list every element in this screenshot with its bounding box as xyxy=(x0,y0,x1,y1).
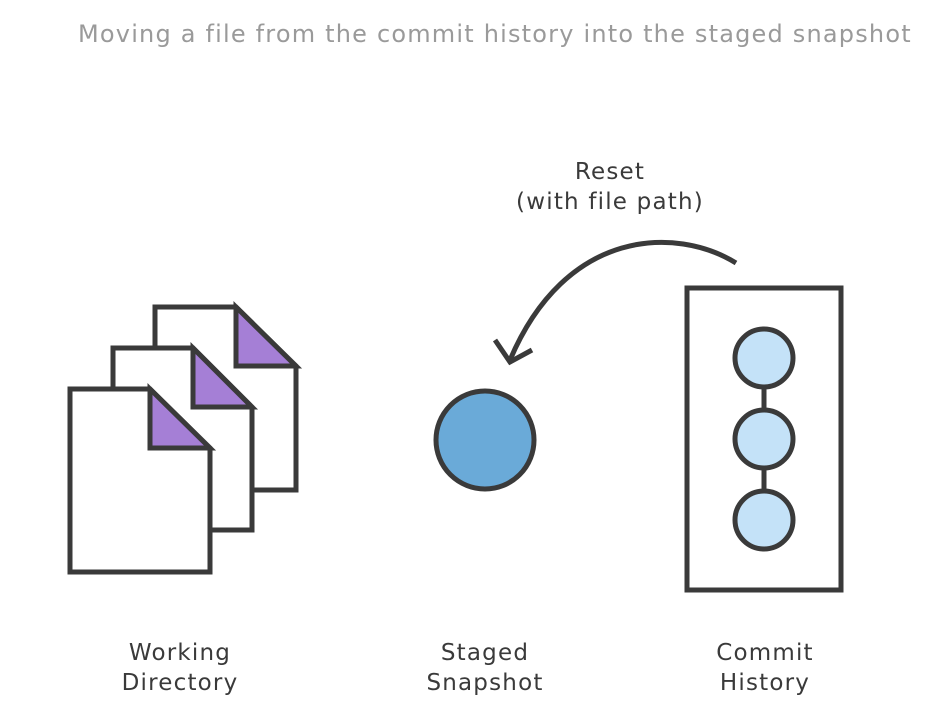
commit-node xyxy=(732,488,796,552)
staged-snapshot-label-line2: Snapshot xyxy=(426,670,544,696)
reset-label-line2: (with file path) xyxy=(516,189,704,215)
commit-history-label-line1: Commit xyxy=(716,640,814,666)
commit-node xyxy=(732,326,796,390)
working-directory-label-line1: Working xyxy=(128,640,232,666)
reset-arrow-icon xyxy=(492,239,738,366)
staged-snapshot-label-line1: Staged xyxy=(440,640,530,666)
reset-label-line1: Reset xyxy=(574,159,646,185)
reset-arrow-label: Reset (with file path) xyxy=(500,157,720,217)
commit-node xyxy=(732,407,796,471)
staged-snapshot-node xyxy=(433,388,537,492)
diagram-caption: Moving a file from the commit history in… xyxy=(78,20,912,48)
working-directory-label: Working Directory xyxy=(100,638,260,698)
staged-snapshot-label: Staged Snapshot xyxy=(405,638,565,698)
working-directory-files-icon xyxy=(67,301,303,575)
commit-history-label-line2: History xyxy=(719,670,811,696)
working-directory-label-line2: Directory xyxy=(121,670,239,696)
commit-history-box xyxy=(684,285,844,593)
file-front-icon xyxy=(67,383,217,575)
commit-history-label: Commit History xyxy=(685,638,845,698)
